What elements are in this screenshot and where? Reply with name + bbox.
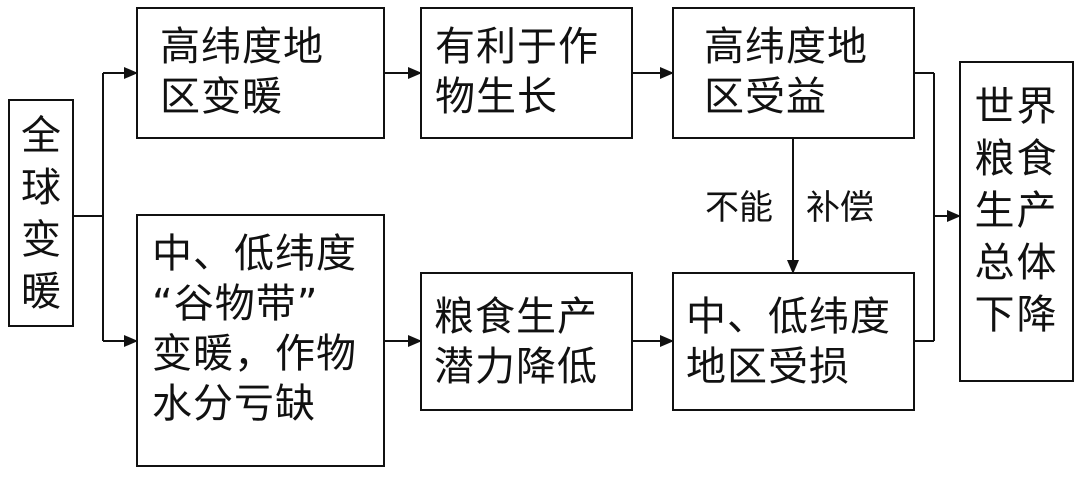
world-food-production-box: 世界 粮食 生产 总体 下降 xyxy=(959,61,1074,382)
crop-growth-box: 有利于作 物生长 xyxy=(420,7,633,139)
low-middle-latitude-warming-box: 中、低纬度 “谷物带” 变暖，作物 水分亏缺 xyxy=(136,214,385,467)
low-middle-latitude-loss-text: 中、低纬度 地区受损 xyxy=(686,294,891,390)
global-warming-text: 全 球 变 暖 xyxy=(21,113,61,315)
food-production-potential-text: 粮食生产 潜力降低 xyxy=(434,294,598,390)
compensation-label-left: 不能 xyxy=(705,188,773,228)
low-middle-latitude-loss-box: 中、低纬度 地区受损 xyxy=(672,272,915,411)
high-latitude-warming-text: 高纬度地 区变暖 xyxy=(160,24,324,120)
global-warming-box: 全 球 变 暖 xyxy=(8,99,74,327)
high-latitude-warming-box: 高纬度地 区变暖 xyxy=(136,7,385,139)
high-latitude-benefit-box: 高纬度地 区受益 xyxy=(672,7,915,139)
world-food-production-text: 世界 粮食 生产 总体 下降 xyxy=(974,84,1059,338)
crop-growth-text: 有利于作 物生长 xyxy=(435,24,599,120)
compensation-label-right: 补偿 xyxy=(806,188,874,228)
food-production-potential-box: 粮食生产 潜力降低 xyxy=(420,272,633,411)
high-latitude-benefit-text: 高纬度地 区受益 xyxy=(704,24,868,120)
low-middle-latitude-warming-text: 中、低纬度 “谷物带” 变暖，作物 水分亏缺 xyxy=(152,231,357,427)
